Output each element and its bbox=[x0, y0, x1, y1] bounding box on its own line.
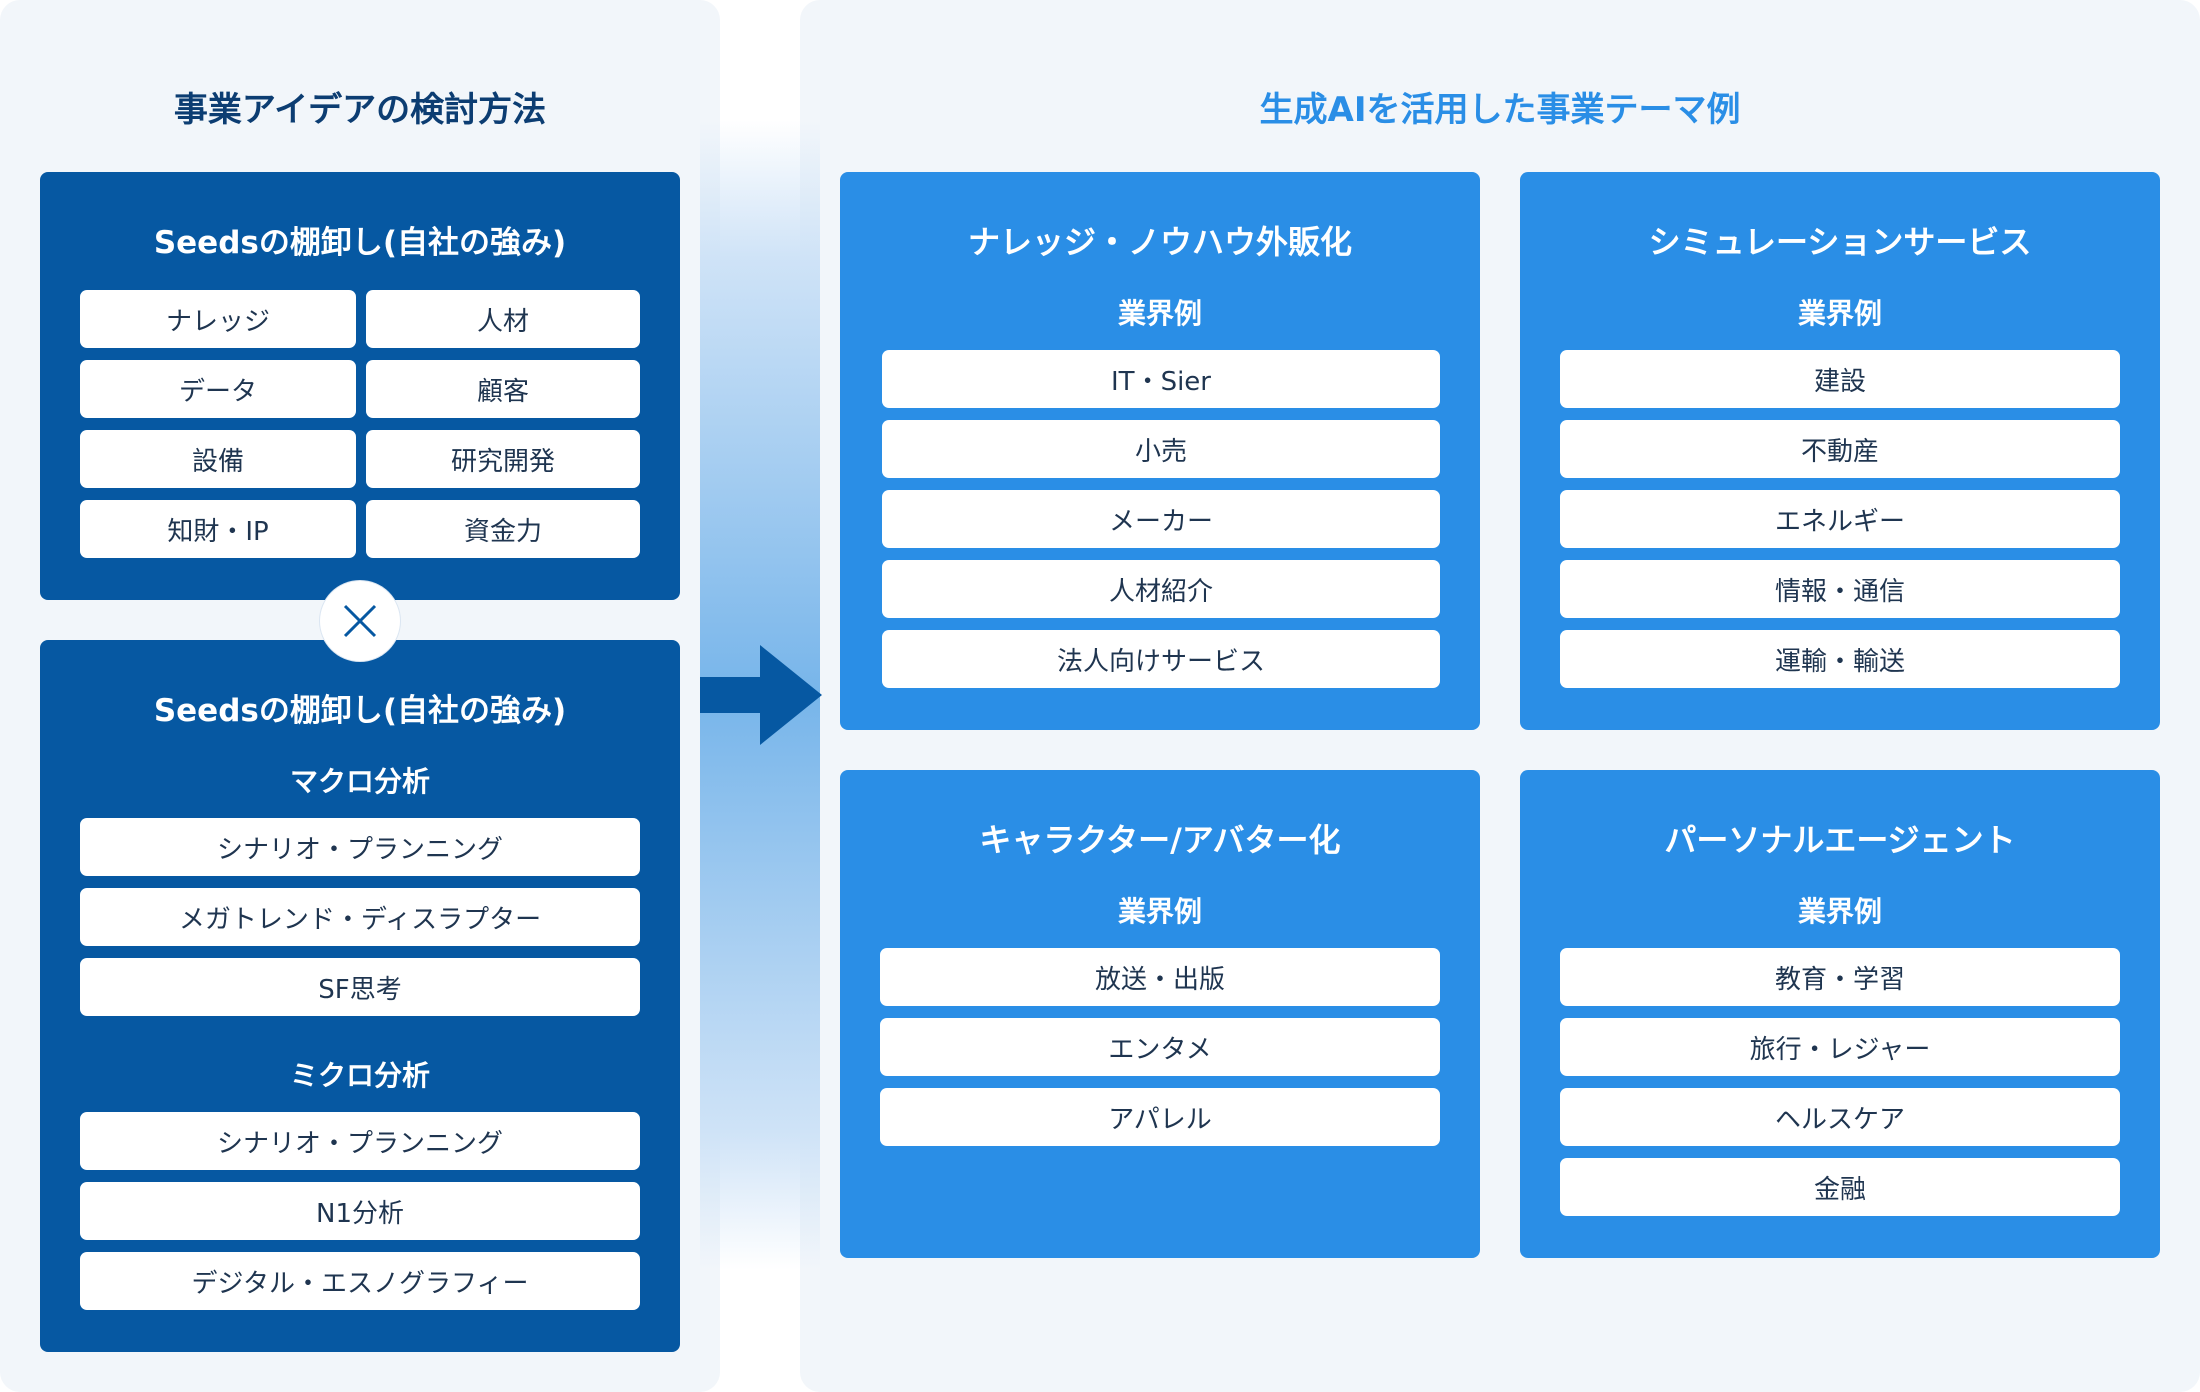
theme-card-simulation: シミュレーションサービス 業界例 建設 不動産 エネルギー 情報・通信 運輸・輸… bbox=[1520, 172, 2160, 730]
industry-item: 情報・通信 bbox=[1560, 560, 2120, 618]
seeds-item: データ bbox=[80, 360, 356, 418]
theme-card-personal-agent: パーソナルエージェント 業界例 教育・学習 旅行・レジャー ヘルスケア 金融 bbox=[1520, 770, 2160, 1258]
seeds-box: Seedsの棚卸し(自社の強み) ナレッジ 人材 データ 顧客 設備 研究開発 … bbox=[40, 172, 680, 600]
card-title: キャラクター/アバター化 bbox=[979, 821, 1341, 859]
industry-item: 人材紹介 bbox=[882, 560, 1440, 618]
right-arrow-icon bbox=[700, 645, 822, 745]
micro-item: デジタル・エスノグラフィー bbox=[80, 1252, 640, 1310]
left-panel-title: 事業アイデアの検討方法 bbox=[173, 90, 547, 130]
card-title: ナレッジ・ノウハウ外販化 bbox=[967, 223, 1352, 261]
seeds-item: 顧客 bbox=[366, 360, 640, 418]
industry-item: エンタメ bbox=[880, 1018, 1440, 1076]
theme-card-character: キャラクター/アバター化 業界例 放送・出版 エンタメ アパレル bbox=[840, 770, 1480, 1258]
micro-item: N1分析 bbox=[80, 1182, 640, 1240]
card-title: シミュレーションサービス bbox=[1648, 223, 2032, 261]
needs-heading: Seedsの棚卸し(自社の強み) bbox=[153, 693, 567, 729]
industry-item: ヘルスケア bbox=[1560, 1088, 2120, 1146]
industry-item: 小売 bbox=[882, 420, 1440, 478]
macro-item: メガトレンド・ディスラプター bbox=[80, 888, 640, 946]
industry-item: 金融 bbox=[1560, 1158, 2120, 1216]
industry-item: 運輸・輸送 bbox=[1560, 630, 2120, 688]
needs-box: Seedsの棚卸し(自社の強み) マクロ分析 シナリオ・プランニング メガトレン… bbox=[40, 640, 680, 1352]
seeds-item: 知財・IP bbox=[80, 500, 356, 558]
industry-item: 放送・出版 bbox=[880, 948, 1440, 1006]
industry-item: 建設 bbox=[1560, 350, 2120, 408]
industry-item: アパレル bbox=[880, 1088, 1440, 1146]
industry-item: 法人向けサービス bbox=[882, 630, 1440, 688]
micro-item: シナリオ・プランニング bbox=[80, 1112, 640, 1170]
multiply-circle bbox=[320, 581, 400, 661]
card-industry-label: 業界例 bbox=[1117, 297, 1202, 330]
macro-item: シナリオ・プランニング bbox=[80, 818, 640, 876]
macro-analysis-label: マクロ分析 bbox=[289, 765, 430, 798]
seeds-item: ナレッジ bbox=[80, 290, 356, 348]
seeds-item: 資金力 bbox=[366, 500, 640, 558]
multiply-icon bbox=[343, 604, 377, 638]
macro-item: SF思考 bbox=[80, 958, 640, 1016]
seeds-item: 研究開発 bbox=[366, 430, 640, 488]
theme-card-knowledge: ナレッジ・ノウハウ外販化 業界例 IT・Sier 小売 メーカー 人材紹介 法人… bbox=[840, 172, 1480, 730]
industry-item: 不動産 bbox=[1560, 420, 2120, 478]
card-industry-label: 業界例 bbox=[1797, 895, 1882, 928]
right-panel-title: 生成AIを活用した事業テーマ例 bbox=[1259, 90, 1741, 130]
industry-item: 教育・学習 bbox=[1560, 948, 2120, 1006]
industry-item: メーカー bbox=[882, 490, 1440, 548]
card-industry-label: 業界例 bbox=[1797, 297, 1882, 330]
micro-analysis-label: ミクロ分析 bbox=[289, 1059, 430, 1092]
industry-item: IT・Sier bbox=[882, 350, 1440, 408]
seeds-heading: Seedsの棚卸し(自社の強み) bbox=[153, 225, 567, 261]
industry-item: エネルギー bbox=[1560, 490, 2120, 548]
seeds-item: 設備 bbox=[80, 430, 356, 488]
industry-item: 旅行・レジャー bbox=[1560, 1018, 2120, 1076]
card-industry-label: 業界例 bbox=[1117, 895, 1202, 928]
seeds-item: 人材 bbox=[366, 290, 640, 348]
card-title: パーソナルエージェント bbox=[1664, 821, 2016, 859]
